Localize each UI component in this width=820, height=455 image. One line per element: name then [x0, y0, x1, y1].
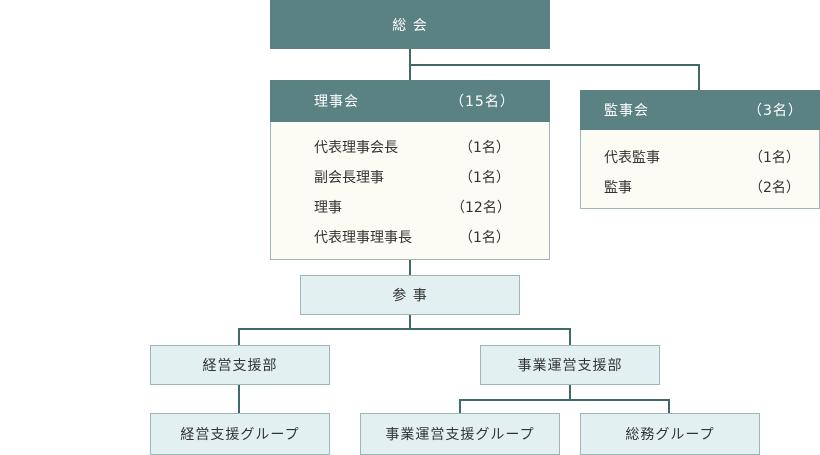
management-support-dept-box: 経営支援部	[150, 345, 330, 385]
connector-dept2-group-right	[570, 399, 670, 413]
board-member-role: 代表理事理事長	[314, 230, 412, 246]
board-member-count: （1名）	[459, 170, 510, 186]
management-support-dept-label: 経営支援部	[202, 358, 278, 374]
board-box: 理事会 （15名） 代表理事会長 （1名） 副会長理事 （1名） 理事 （12名…	[270, 80, 550, 260]
board-member-count: （1名）	[459, 230, 510, 246]
general-affairs-group-box: 総務グループ	[580, 413, 760, 455]
business-operations-dept-box: 事業運営支援部	[480, 345, 660, 385]
board-member-role: 副会長理事	[314, 170, 384, 186]
board-count: （15名）	[450, 94, 515, 110]
auditor-member-count: （1名）	[749, 150, 800, 166]
business-operations-group-label: 事業運営支援グループ	[385, 427, 535, 443]
connector-dept2-group-left	[459, 385, 571, 413]
councilor-label: 参 事	[392, 288, 428, 304]
auditors-box: 監事会 （3名） 代表監事 （1名） 監事 （2名）	[580, 90, 820, 209]
auditor-member-role: 代表監事	[604, 150, 660, 166]
general-assembly-box: 総 会	[270, 0, 550, 49]
councilor-box: 参 事	[300, 275, 520, 315]
auditor-member-role: 監事	[604, 180, 632, 196]
connector-councilor-departments	[238, 328, 571, 345]
board-member-count: （12名）	[451, 200, 511, 216]
management-support-group-box: 経営支援グループ	[150, 413, 330, 455]
board-header: 理事会 （15名）	[270, 80, 550, 122]
management-support-group-label: 経営支援グループ	[180, 427, 300, 443]
board-member-count: （1名）	[459, 140, 510, 156]
auditors-count: （3名）	[748, 103, 803, 119]
auditors-header: 監事会 （3名）	[580, 90, 820, 130]
business-operations-dept-label: 事業運営支援部	[517, 358, 623, 374]
board-member-role: 理事	[314, 200, 342, 216]
general-assembly-label: 総 会	[392, 17, 428, 34]
connector-assembly-auditors	[410, 64, 700, 90]
board-member-role: 代表理事会長	[314, 140, 398, 156]
auditors-title: 監事会	[604, 103, 649, 119]
general-affairs-group-label: 総務グループ	[625, 427, 715, 443]
business-operations-group-box: 事業運営支援グループ	[360, 413, 560, 455]
auditor-member-count: （2名）	[749, 180, 800, 196]
board-title: 理事会	[314, 94, 359, 110]
